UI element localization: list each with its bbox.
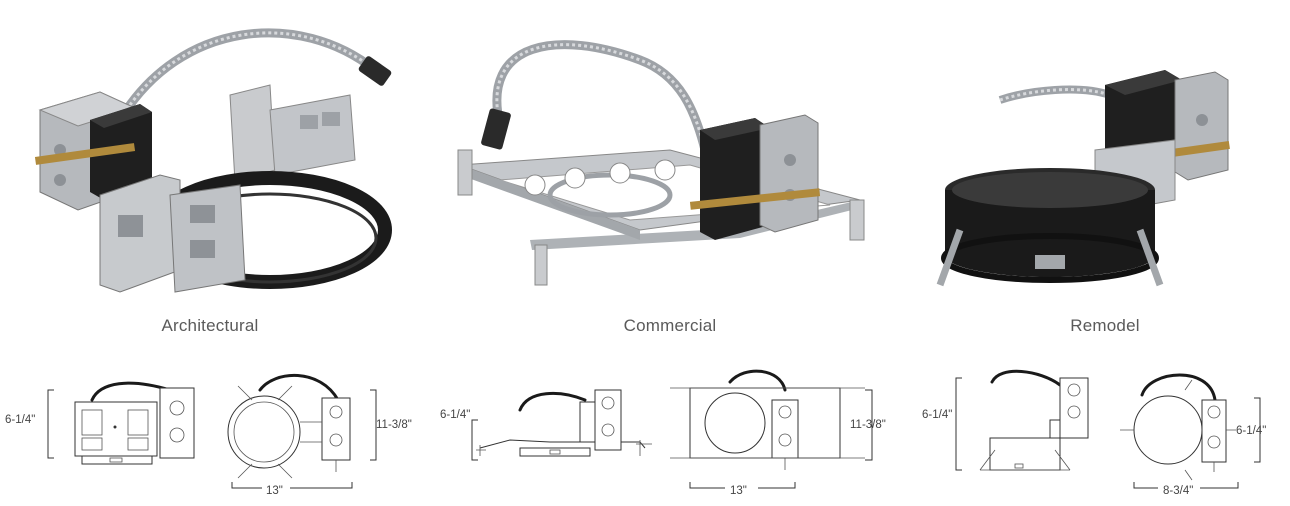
- product-commercial: Commercial 6-1/4" 11-3/8" 13": [440, 0, 900, 506]
- dim-height-right-label: 6-1/4": [1236, 425, 1266, 437]
- dim-width-label: 13": [730, 485, 747, 497]
- dim-height-label: 6-1/4": [440, 409, 470, 421]
- product-architectural: Architectural 6-1/4" 11-3/8" 13": [0, 0, 420, 506]
- commercial-dimension-drawing: 6-1/4" 11-3/8" 13": [440, 369, 886, 497]
- dim-width-label: 13": [266, 485, 283, 497]
- commercial-photo: [457, 40, 865, 286]
- dim-height-right-label: 11-3/8": [376, 419, 412, 431]
- dim-height-right-label: 11-3/8": [850, 419, 886, 431]
- architectural-dimension-drawing: 6-1/4" 11-3/8" 13": [5, 373, 412, 497]
- product-remodel: Remodel 6-1/4" 6-1/4" 8-3/4": [920, 0, 1290, 506]
- caption-architectural: Architectural: [161, 316, 259, 335]
- caption-commercial: Commercial: [623, 316, 717, 335]
- dim-width-label: 8-3/4": [1163, 485, 1193, 497]
- dim-height-label: 6-1/4": [5, 414, 35, 426]
- remodel-photo: [936, 70, 1230, 287]
- remodel-dimension-drawing: 6-1/4" 6-1/4" 8-3/4": [922, 369, 1266, 497]
- architectural-photo: [34, 28, 392, 293]
- dim-height-label: 6-1/4": [922, 409, 952, 421]
- caption-remodel: Remodel: [1070, 316, 1140, 335]
